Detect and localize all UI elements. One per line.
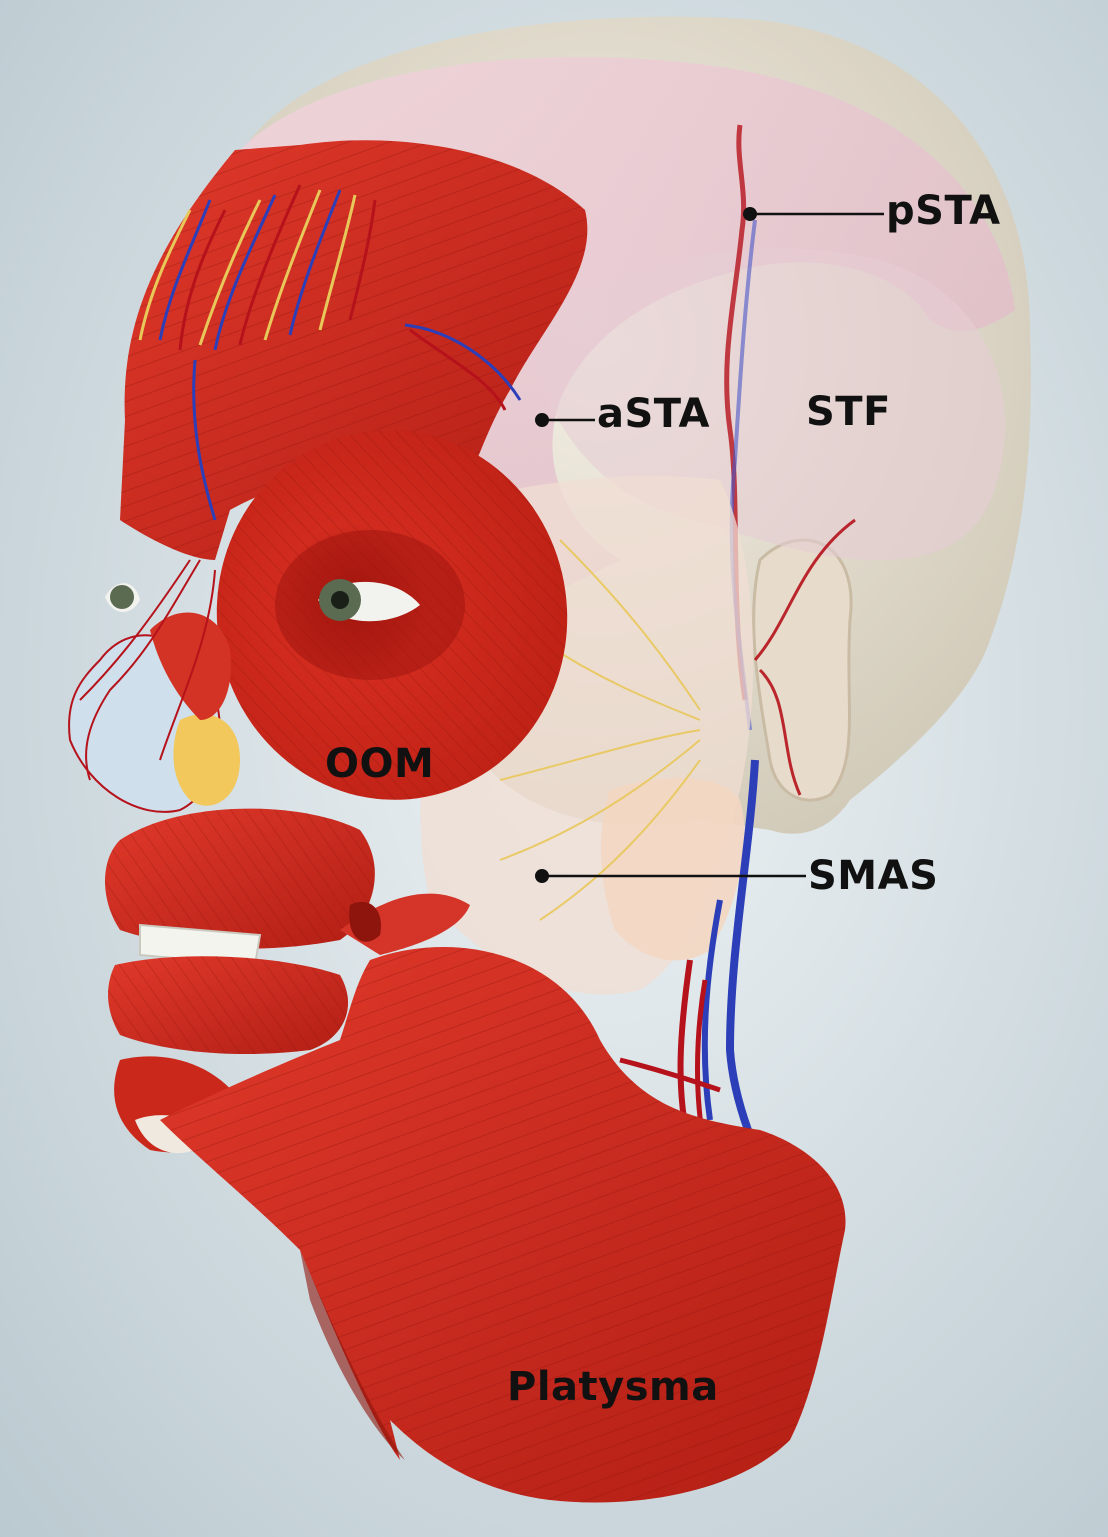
label-psta: pSTA [886,188,1001,234]
modiolus [349,901,381,942]
leader-smas [535,869,806,883]
parotid-gland [600,778,745,961]
far-iris [110,585,134,609]
leader-asta [535,413,595,427]
nasalis-muscle [150,612,231,720]
leader-psta [743,207,884,221]
lower-lip-fibers [108,956,349,1055]
label-asta: aSTA [597,391,710,437]
platysma-fibers [160,946,846,1503]
label-oom: OOM [325,741,435,787]
label-platysma: Platysma [507,1364,719,1410]
artery-branch [758,668,802,796]
supraorbital-vessels [138,184,522,521]
alar-cartilage [173,714,240,806]
artery-branch [753,518,856,661]
label-stf: STF [806,389,891,435]
nasal-vessels [79,559,216,781]
upper-lip-fibers [105,808,375,949]
label-smas: SMAS [808,853,939,899]
pupil [331,591,349,609]
